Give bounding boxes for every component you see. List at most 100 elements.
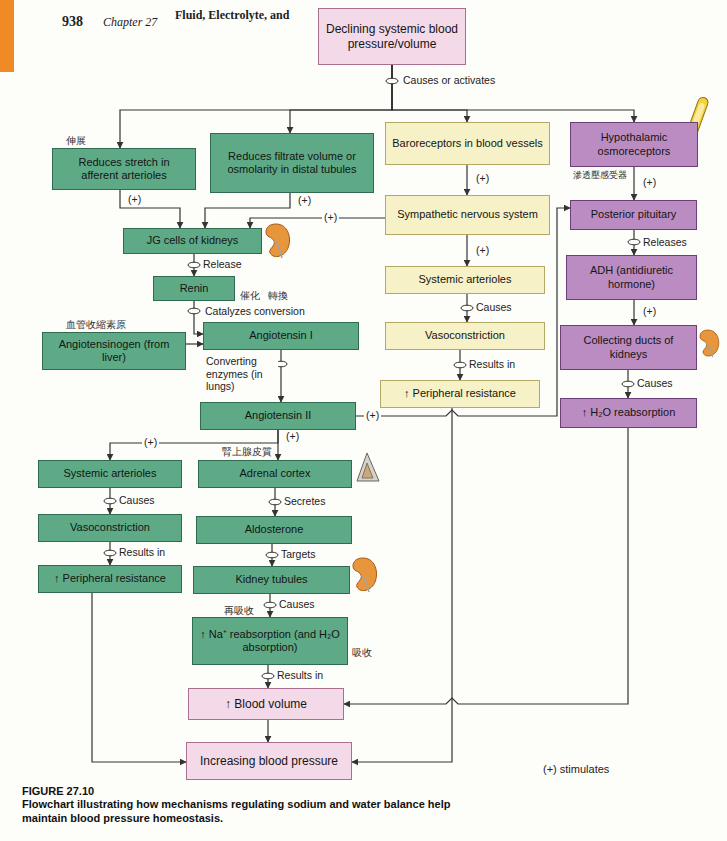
box-text: Collecting ducts of kidneys <box>567 334 690 360</box>
edge-label: (+) <box>643 305 656 318</box>
chapter-label-box: Chapter 27 <box>103 15 157 30</box>
box-text: Declining systemic blood pressure/volume <box>325 22 459 51</box>
handwritten-note-box: 吸收 <box>352 646 372 660</box>
box-text: ADH (antidiuretic hormone) <box>573 264 690 290</box>
box-text: Angiotensinogen (from liver) <box>49 338 179 364</box>
edge-label-box: (+) <box>641 176 658 189</box>
box-text: Increasing blood pressure <box>200 754 338 768</box>
edge-label: Targets <box>281 548 315 561</box>
tab-bar <box>0 0 14 72</box>
box-text: Angiotensin I <box>249 329 313 342</box>
process-box: Reduces stretch in afferent arterioles <box>52 148 196 190</box>
flow-arrow <box>120 190 180 228</box>
edge-label-box: Secretes <box>282 495 327 508</box>
process-box: Systemic arterioles <box>385 266 545 294</box>
process-box: Sympathetic nervous system <box>385 195 550 235</box>
edge-label-box: Release <box>201 258 244 271</box>
box-text: JG cells of kidneys <box>147 234 239 247</box>
connector-symbol <box>104 498 116 504</box>
edge-label: Catalyzes conversion <box>205 305 305 318</box>
box-text: Reduces stretch in afferent arterioles <box>59 156 189 182</box>
edge-label-box: Causes <box>277 598 317 611</box>
flow-arrow <box>633 167 634 200</box>
connector-symbol <box>269 499 281 505</box>
flow-arrow <box>110 430 278 460</box>
handwritten-note: 血管收縮素原 <box>66 318 126 332</box>
box-text: Aldosterone <box>245 523 304 536</box>
process-box: ↑ H₂O reabsorption <box>560 398 697 428</box>
handwritten-note: 再吸收 <box>224 604 254 618</box>
edge-label: (+) <box>643 176 656 189</box>
edge-label: Releases <box>643 236 687 249</box>
legend-note: (+) stimulates <box>543 763 609 775</box>
flow-arrow <box>392 65 634 122</box>
edge-label: Causes <box>279 598 315 611</box>
flow-arrow <box>186 343 203 344</box>
flow-arrow <box>466 235 467 266</box>
box-text: Angiotensin II <box>245 409 312 422</box>
process-box: Kidney tubules <box>193 566 350 594</box>
box-text: Systemic arterioles <box>419 273 512 286</box>
edge-label: Causes <box>476 301 512 314</box>
process-box: Angiotensin II <box>200 402 356 430</box>
process-box: Hypothalamic osmoreceptors <box>570 122 698 167</box>
connector-symbol <box>454 362 466 368</box>
flow-arrow <box>92 593 186 762</box>
flow-arrow <box>633 300 634 325</box>
process-box: ↑ Blood volume <box>188 688 344 720</box>
connector-symbol <box>386 78 398 84</box>
kidney-icon <box>266 224 290 258</box>
edge-label: (+) <box>286 430 299 443</box>
edge-label-box: Converting enzymes (in lungs) <box>204 355 278 393</box>
connector-symbol <box>104 550 116 556</box>
process-box: Aldosterone <box>196 516 352 544</box>
process-box: Collecting ducts of kidneys <box>560 325 697 370</box>
box-text: ↑ Na⁺ reabsorption (and H₂O absorption) <box>199 628 341 654</box>
connector-symbol <box>266 552 278 558</box>
flow-arrow <box>356 208 570 416</box>
handwritten-note-box: 伸展 <box>66 134 86 148</box>
process-box: Baroreceptors in blood vessels <box>385 122 550 165</box>
edge-label-box: (+) <box>284 430 301 443</box>
flow-arrow <box>290 65 392 133</box>
box-text: ↑ H₂O reabsorption <box>582 406 676 419</box>
flow-arrow <box>267 720 268 742</box>
box-text: Vasoconstriction <box>425 329 505 342</box>
box-text: ↑ Peripheral resistance <box>54 572 166 585</box>
chapter-title-box: Fluid, Electrolyte, and <box>175 8 289 23</box>
handwritten-note: 腎上腺皮質 <box>222 446 272 459</box>
handwritten-note: 催化 <box>240 289 260 303</box>
handwritten-note-box: 腎上腺皮質 <box>222 446 272 459</box>
box-text: Adrenal cortex <box>240 467 311 480</box>
edge-label-box: Causes <box>474 301 514 314</box>
box-text: Reduces filtrate volume or osmolarity in… <box>217 150 367 176</box>
handwritten-note: 伸展 <box>66 134 86 148</box>
box-text: Hypothalamic osmoreceptors <box>577 131 691 157</box>
edge-label-box: Causes or activates <box>401 74 497 87</box>
box-text: ↑ Blood volume <box>225 697 307 711</box>
handwritten-note-box: 催化 <box>240 289 260 303</box>
edge-label-box: Results in <box>467 358 517 371</box>
handwritten-note-box: 再吸收 <box>224 604 254 618</box>
connector-symbol <box>188 262 200 268</box>
edge-label-box: Causes <box>635 377 675 390</box>
connector-symbol <box>188 308 200 314</box>
process-box: Reduces filtrate volume or osmolarity in… <box>210 133 374 193</box>
kidney-icon <box>700 330 719 357</box>
edge-label: Causes or activates <box>403 74 495 87</box>
edge-label-box: Causes <box>117 494 157 507</box>
box-text: Kidney tubules <box>235 573 307 586</box>
connector-symbol <box>628 239 640 245</box>
edge-label: (+) <box>298 194 311 207</box>
box-text: Renin <box>180 282 209 295</box>
edge-label-box: (+) <box>296 194 313 207</box>
edge-label: Release <box>203 258 242 271</box>
figure-number: FIGURE 27.10 <box>22 785 94 797</box>
edge-label-box: (+) <box>364 409 381 422</box>
process-box: Vasoconstriction <box>385 322 545 350</box>
edge-label: Secretes <box>284 495 325 508</box>
handwritten-note-box: 滲透壓感受器 <box>573 169 627 182</box>
process-box: ↑ Peripheral resistance <box>380 380 540 408</box>
